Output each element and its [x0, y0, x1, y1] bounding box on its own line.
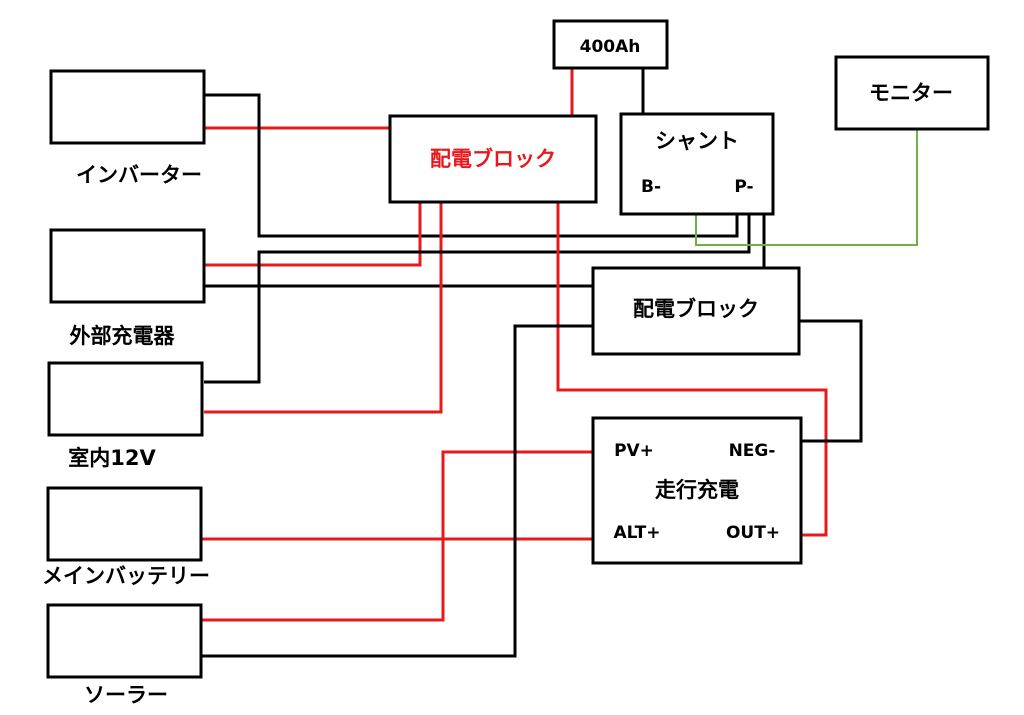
wire-solar-negative — [201, 324, 593, 658]
inverter-box — [49, 69, 206, 145]
distribution-block-positive-box — [388, 114, 598, 204]
monitor-box — [834, 55, 990, 131]
monitor-label: モニター — [869, 81, 953, 105]
interior-12v-label: 室内12V — [68, 446, 156, 470]
wire-interior-negative — [204, 213, 751, 384]
shunt-terminal-p: P- — [734, 177, 753, 197]
battery-400ah-box — [552, 19, 669, 70]
wire-inverter-negative — [204, 93, 739, 238]
charger-terminal-alt: ALT+ — [613, 523, 660, 543]
inverter-label: インバーター — [76, 163, 202, 187]
external-charger-box — [49, 228, 206, 304]
wire-shunt-to-monitor — [695, 130, 918, 246]
main-battery-box — [46, 486, 203, 562]
wire-interior-positive — [204, 203, 443, 414]
distribution-block-positive-label: 配電ブロック — [430, 147, 556, 171]
battery-400ah-label: 400Ah — [580, 37, 641, 57]
charger-terminal-neg: NEG- — [729, 441, 776, 461]
interior-12v-box — [47, 361, 204, 437]
charger-terminal-pv: PV+ — [614, 441, 654, 461]
main-battery-label: メインバッテリー — [42, 564, 210, 588]
wire-charger-positive — [204, 203, 422, 267]
shunt-label: シャント — [655, 129, 739, 153]
charger-terminal-out: OUT+ — [726, 523, 780, 543]
distribution-block-negative-label: 配電ブロック — [633, 297, 759, 321]
distribution-block-negative-box — [591, 266, 801, 356]
dc-dc-charger-box — [591, 416, 803, 565]
shunt-box — [619, 112, 775, 216]
wire-neg-negative — [799, 319, 863, 443]
dc-dc-charger-label: 走行充電 — [655, 478, 739, 502]
external-charger-label: 外部充電器 — [70, 324, 176, 348]
solar-label: ソーラー — [84, 683, 168, 707]
solar-box — [46, 603, 203, 679]
shunt-terminal-b: B- — [641, 177, 661, 197]
wire-solar-positive — [201, 450, 593, 622]
